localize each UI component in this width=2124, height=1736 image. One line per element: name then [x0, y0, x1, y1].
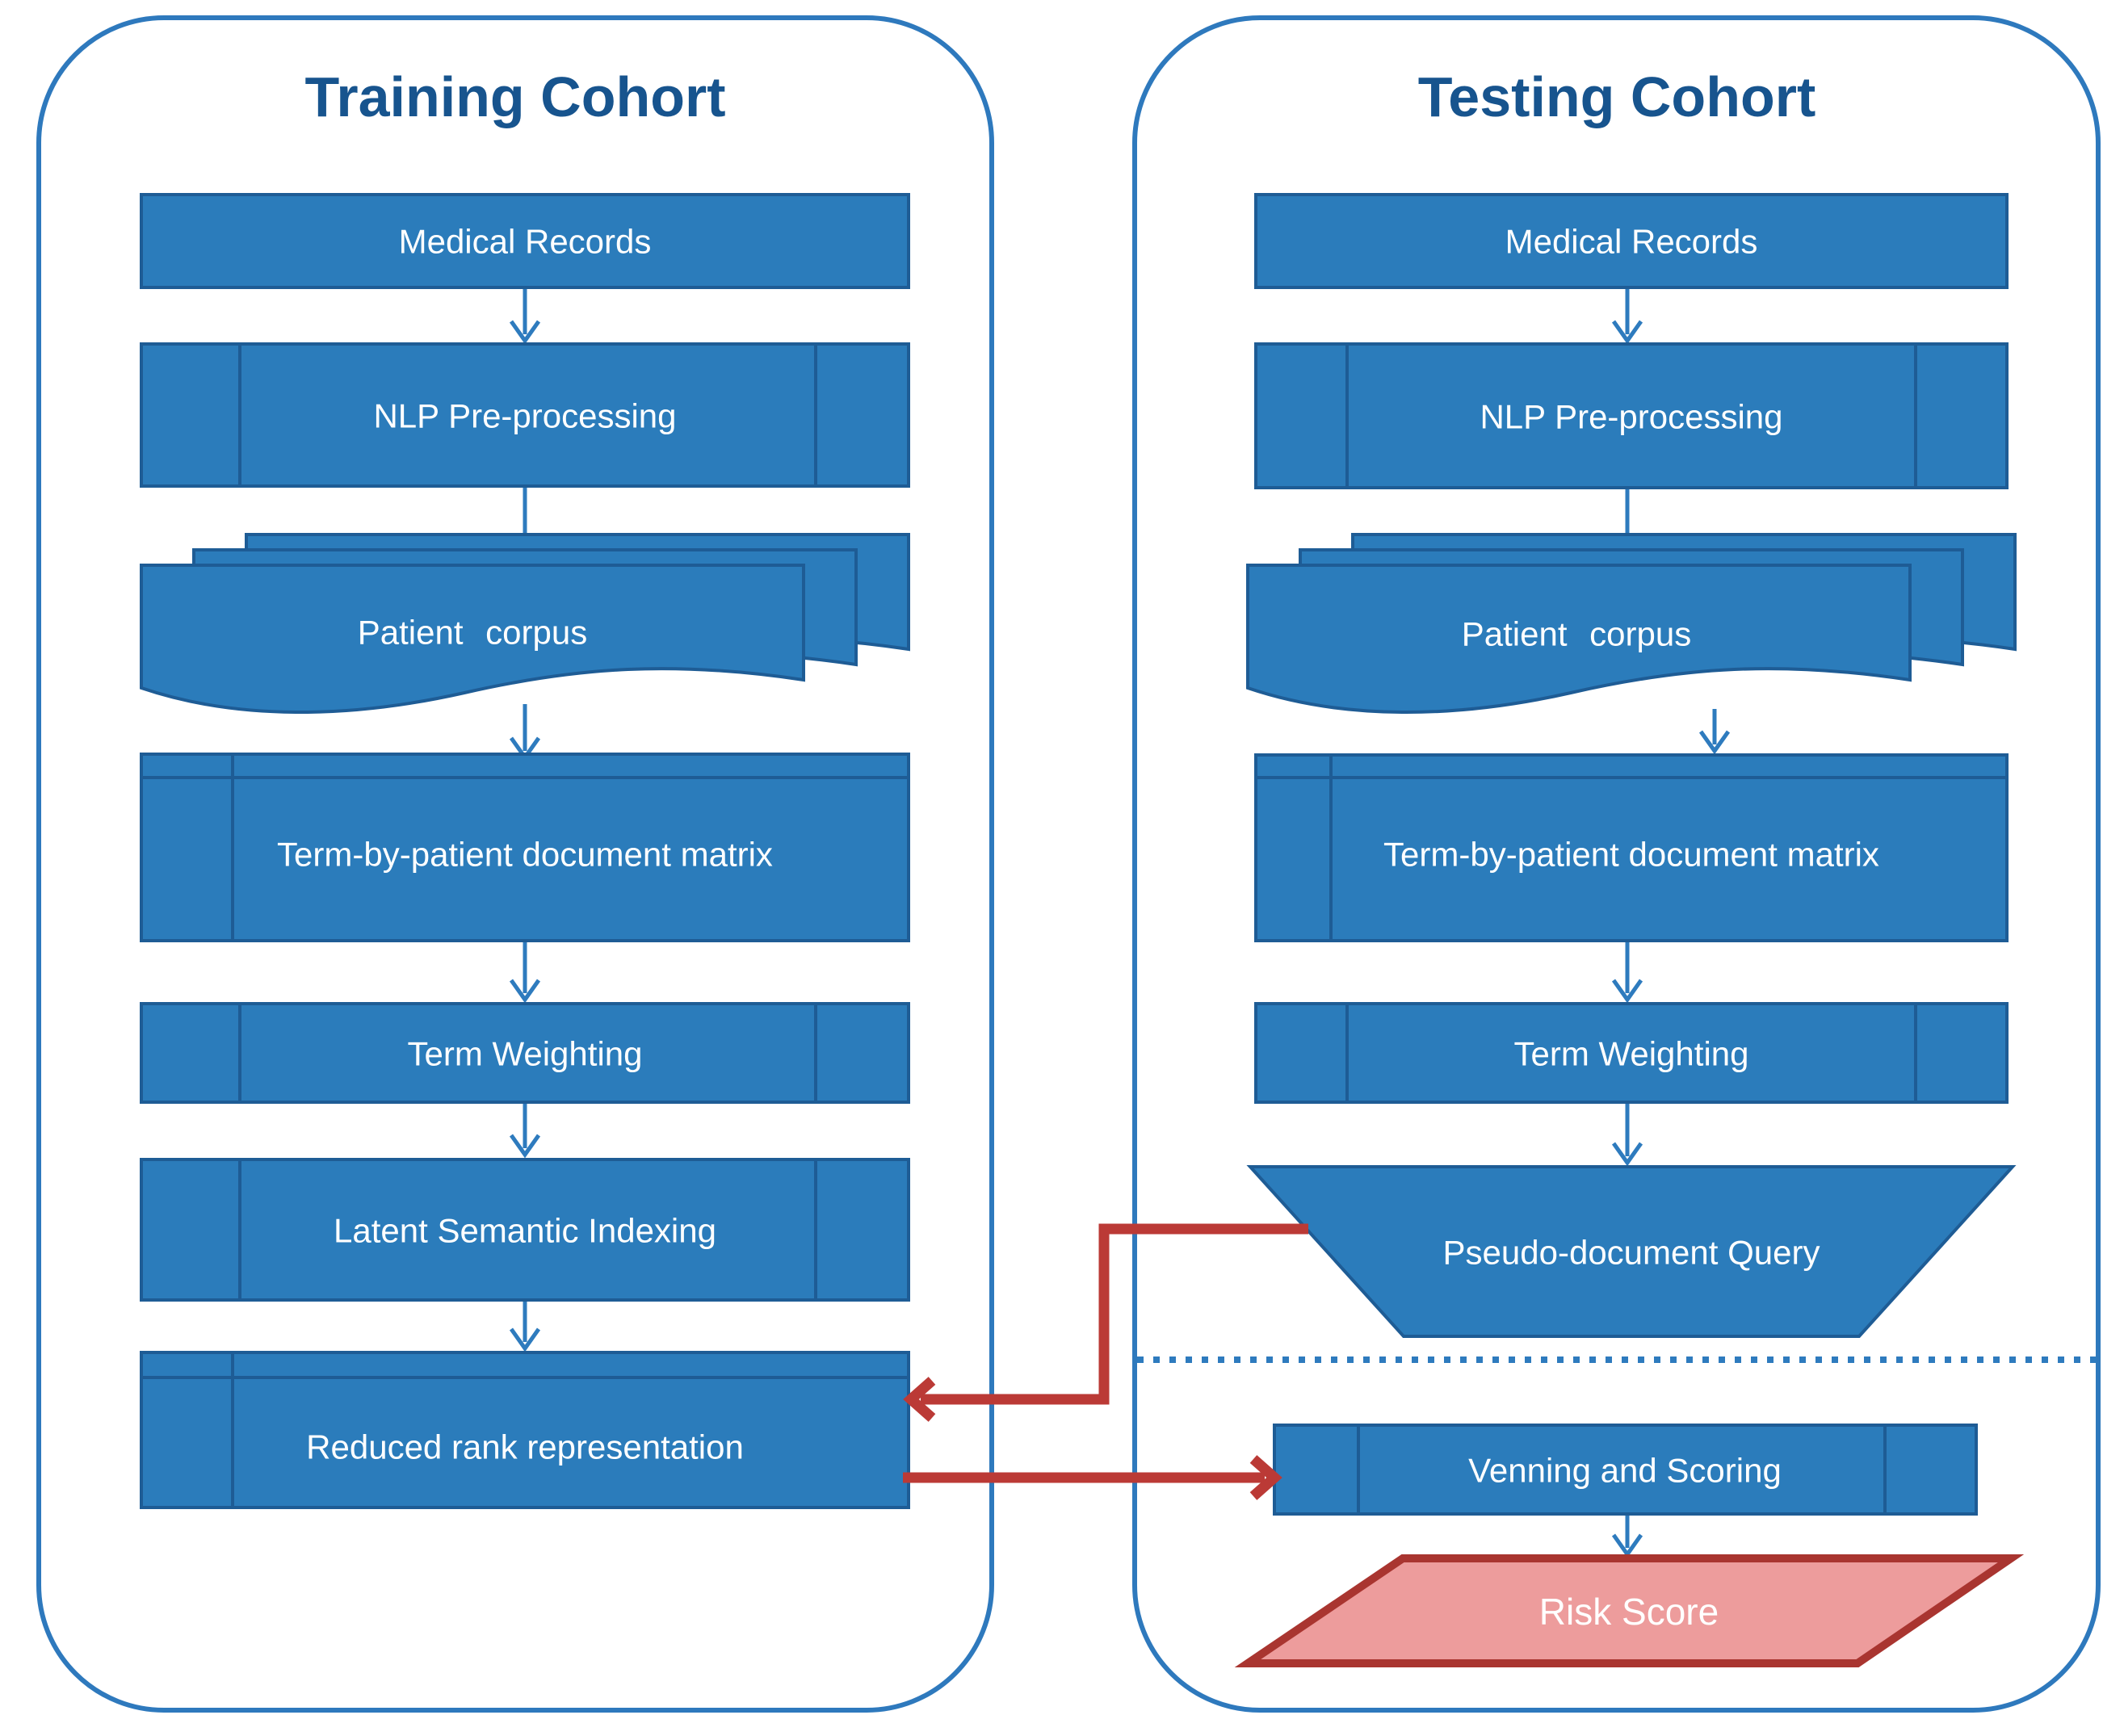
testing-patient-corpus-step: Patient corpus — [1246, 533, 2017, 715]
training-cohort-panel — [36, 15, 994, 1713]
testing-medical-records-label: Medical Records — [1505, 223, 1758, 261]
training-arrow-1 — [509, 289, 541, 345]
training-matrix-box — [140, 753, 910, 942]
document-stack-front — [140, 564, 805, 715]
training-medical-records-step: Medical Records — [140, 193, 910, 289]
testing-risk-score-parallelogram — [1234, 1554, 2025, 1667]
arrow-down-icon — [1611, 1142, 1643, 1167]
testing-venning-step: Venning and Scoring — [1273, 1424, 1978, 1516]
training-cohort-title: Training Cohort — [304, 65, 725, 128]
training-lsi-label: Latent Semantic Indexing — [334, 1212, 716, 1250]
red-connector-line — [921, 1223, 1308, 1405]
training-matrix-label: Term-by-patient document matrix — [277, 836, 773, 874]
testing-venning-box — [1273, 1424, 1978, 1516]
testing-pseudo-query-label: Pseudo-document Query — [1443, 1234, 1820, 1272]
document-stack-front — [1246, 564, 1912, 715]
training-reduced-rank-step: Reduced rank representation — [140, 1351, 910, 1509]
arrow-down-icon — [509, 1134, 541, 1159]
arrow-down-icon — [1698, 730, 1731, 755]
red-connector-query-to-reduced-rank — [903, 1223, 1308, 1422]
training-matrix-step: Term-by-patient document matrix — [140, 753, 910, 942]
testing-matrix-box — [1254, 753, 2009, 942]
training-nlp-step: NLP Pre-processing — [140, 342, 910, 488]
training-nlp-label: NLP Pre-processing — [373, 397, 676, 435]
training-arrow-5 — [509, 1104, 541, 1159]
predefined-process-dividers — [1345, 1004, 1917, 1102]
arrow-down-icon — [509, 1327, 541, 1352]
testing-venning-label: Venning and Scoring — [1468, 1452, 1782, 1490]
testing-arrow-6 — [1611, 1516, 1643, 1558]
training-medical-records-label: Medical Records — [399, 223, 652, 261]
internal-storage-dividers — [1256, 755, 2007, 941]
arrow-down-icon — [509, 979, 541, 1004]
red-connector-reduced-rank-to-venning — [903, 1455, 1282, 1500]
testing-arrow-4 — [1611, 942, 1643, 1004]
training-patient-corpus-step: Patient corpus — [140, 533, 910, 715]
testing-risk-score-label: Risk Score — [1539, 1591, 1719, 1633]
training-term-weighting-label: Term Weighting — [407, 1035, 642, 1073]
arrow-right-icon — [1249, 1455, 1282, 1500]
training-reduced-rank-label: Reduced rank representation — [306, 1428, 744, 1466]
testing-risk-score-step: Risk Score — [1234, 1554, 2025, 1667]
arrow-left-icon — [903, 1377, 936, 1422]
testing-term-weighting-label: Term Weighting — [1513, 1035, 1748, 1073]
predefined-process-dividers — [238, 1004, 817, 1102]
testing-corpus-label: Patient corpus — [1462, 615, 1692, 653]
testing-pseudo-query-step: Pseudo-document Query — [1246, 1165, 2017, 1338]
testing-cohort-panel — [1132, 15, 2101, 1713]
testing-term-weighting-box — [1254, 1002, 2009, 1104]
training-corpus-label: Patient corpus — [358, 614, 588, 652]
training-term-weighting-box — [140, 1002, 910, 1104]
testing-matrix-label: Term-by-patient document matrix — [1383, 836, 1879, 874]
training-term-weighting-step: Term Weighting — [140, 1002, 910, 1104]
predefined-process-dividers — [1357, 1425, 1887, 1514]
testing-pseudo-query-trapezoid — [1246, 1165, 2017, 1338]
training-lsi-box — [140, 1158, 910, 1302]
testing-nlp-step: NLP Pre-processing — [1254, 342, 2009, 489]
training-nlp-box — [140, 342, 910, 488]
testing-cohort-title: Testing Cohort — [1418, 65, 1816, 128]
arrow-down-icon — [509, 320, 541, 345]
training-lsi-step: Latent Semantic Indexing — [140, 1158, 910, 1302]
training-arrow-4 — [509, 942, 541, 1004]
testing-arrow-1 — [1611, 289, 1643, 345]
training-arrow-3 — [509, 704, 541, 761]
testing-arrow-3 — [1698, 709, 1731, 755]
internal-storage-dividers — [141, 754, 909, 941]
internal-storage-dividers — [141, 1352, 909, 1507]
testing-term-weighting-step: Term Weighting — [1254, 1002, 2009, 1104]
testing-arrow-5 — [1611, 1104, 1643, 1167]
testing-medical-records-box — [1254, 193, 2009, 289]
testing-medical-records-step: Medical Records — [1254, 193, 2009, 289]
predefined-process-dividers — [1345, 344, 1917, 488]
training-medical-records-box — [140, 193, 910, 289]
testing-nlp-box — [1254, 342, 2009, 489]
predefined-process-dividers — [238, 344, 817, 486]
arrow-down-icon — [1611, 320, 1643, 345]
arrow-down-icon — [1611, 979, 1643, 1004]
predefined-process-dividers — [238, 1159, 817, 1300]
testing-matrix-step: Term-by-patient document matrix — [1254, 753, 2009, 942]
testing-nlp-label: NLP Pre-processing — [1480, 398, 1782, 436]
training-arrow-6 — [509, 1302, 541, 1352]
